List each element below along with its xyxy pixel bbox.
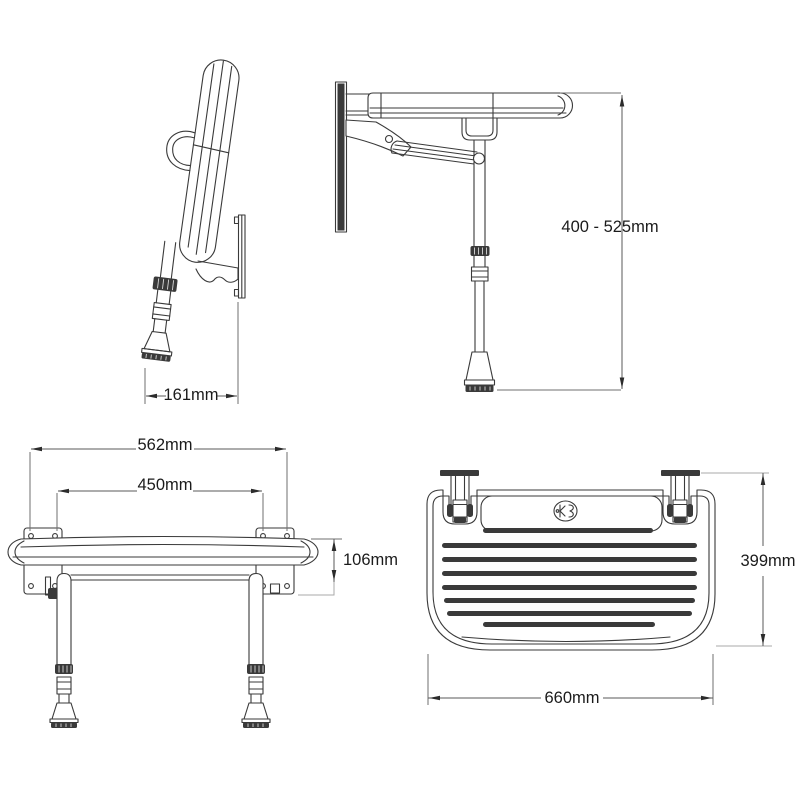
seat-front-edge <box>7 535 319 566</box>
hinge-clamp <box>667 499 693 523</box>
drainage-slots <box>442 528 697 627</box>
folded-seat <box>166 59 240 263</box>
dimension-seat-width: 660mm <box>427 654 714 707</box>
seat-depth-label: 399mm <box>740 552 795 570</box>
release-latch-left <box>44 576 58 599</box>
seat-edge-label: 106mm <box>343 551 398 569</box>
dimension-folded-depth: 161mm <box>144 302 239 404</box>
dimension-fixing-outer: 562mm <box>29 436 288 531</box>
leg-left <box>49 572 79 728</box>
support-arm <box>345 119 486 165</box>
fixing-inner-label: 450mm <box>137 476 192 494</box>
bracket-post-left <box>440 470 479 523</box>
pivot <box>472 152 486 165</box>
view-front: 562mm 450mm 106mm <box>7 436 398 728</box>
folded-depth-label: 161mm <box>163 386 218 404</box>
seat-height-label: 400 - 525mm <box>561 218 658 236</box>
fixing-outer-label: 562mm <box>137 436 192 454</box>
dimension-fixing-inner: 450mm <box>56 476 264 531</box>
view-open-side: 400 - 525mm <box>334 81 659 392</box>
hinge-clamp <box>447 499 473 523</box>
leg <box>463 139 496 392</box>
wall-plate <box>233 214 246 299</box>
foot <box>463 351 496 392</box>
view-folded-side: 161mm <box>141 59 246 404</box>
grab-handle <box>166 130 196 172</box>
hinge-bracket <box>195 260 239 283</box>
brand-logo-icon <box>553 500 578 522</box>
leg-right <box>241 572 271 728</box>
dimension-seat-height: 400 - 525mm <box>497 92 659 391</box>
dimension-seat-edge: 106mm <box>298 538 398 596</box>
dimension-seat-depth: 399mm <box>701 472 796 647</box>
leg-hanger <box>461 117 498 141</box>
latch-right <box>269 583 281 594</box>
bracket-post-right <box>661 470 700 523</box>
view-top: 399mm 660mm <box>426 470 796 707</box>
folded-leg <box>141 240 178 362</box>
seat-profile <box>367 92 574 119</box>
wall-plate-side <box>334 81 348 233</box>
seat-width-label: 660mm <box>544 689 599 707</box>
